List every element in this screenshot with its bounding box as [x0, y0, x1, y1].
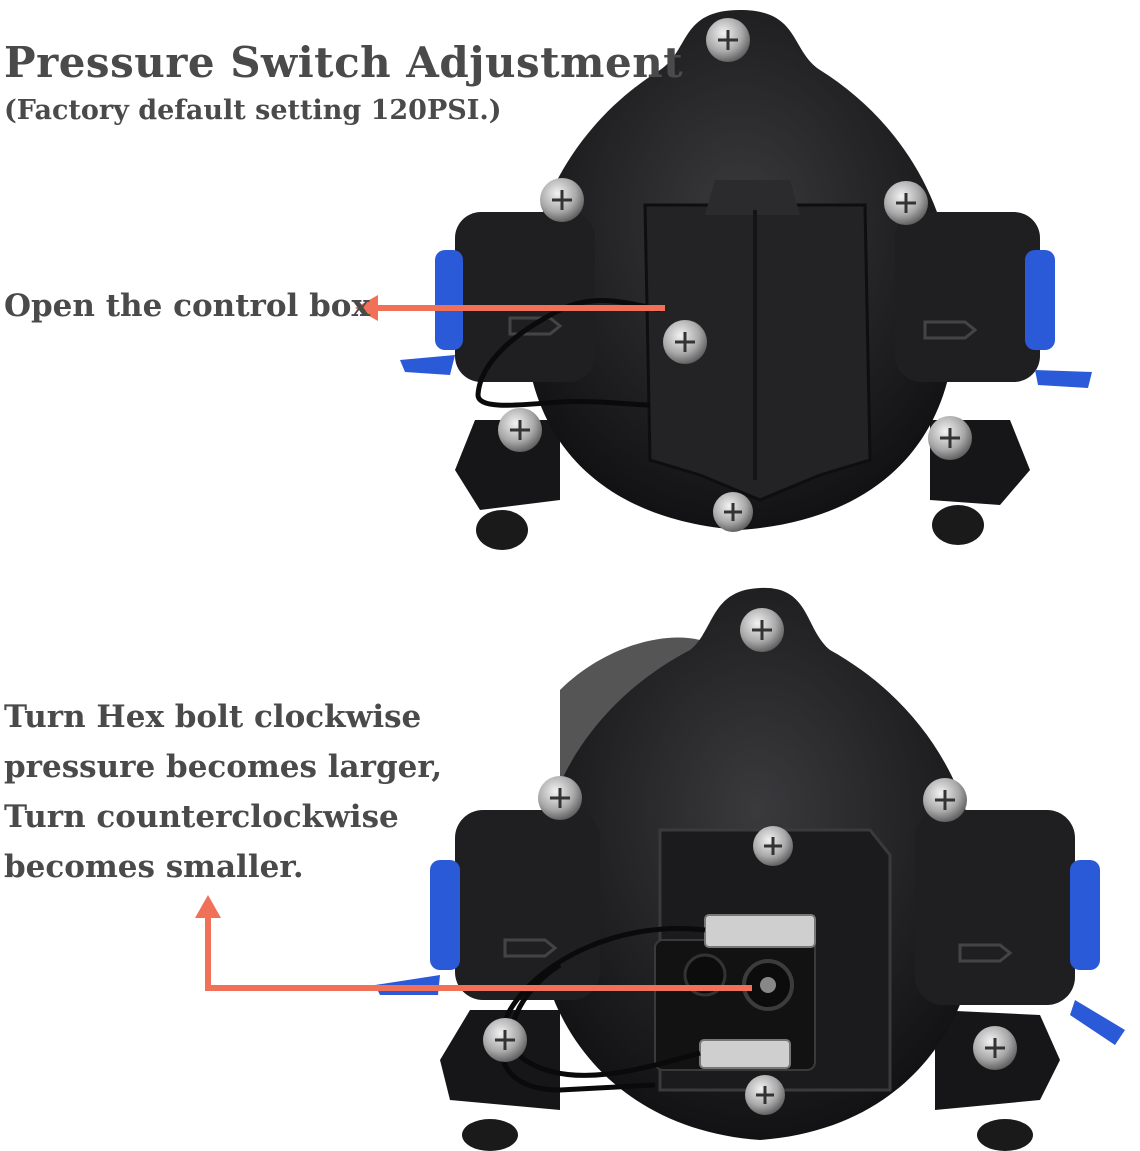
page-subtitle: (Factory default setting 120PSI.) [4, 95, 502, 126]
callout-hex-line-1: Turn Hex bolt clockwise [4, 699, 422, 735]
arrow-open-box [355, 295, 665, 321]
page-title: Pressure Switch Adjustment [4, 38, 684, 87]
arrow-hex-bolt [195, 895, 752, 991]
pump-bottom [375, 587, 1125, 1151]
callout-hex-line-4: becomes smaller. [4, 849, 304, 885]
callout-open-control-box: Open the control box [4, 288, 370, 324]
callout-hex-line-3: Turn counterclockwise [4, 799, 399, 835]
pump-top [400, 10, 1092, 550]
callout-hex-line-2: pressure becomes larger, [4, 749, 443, 785]
